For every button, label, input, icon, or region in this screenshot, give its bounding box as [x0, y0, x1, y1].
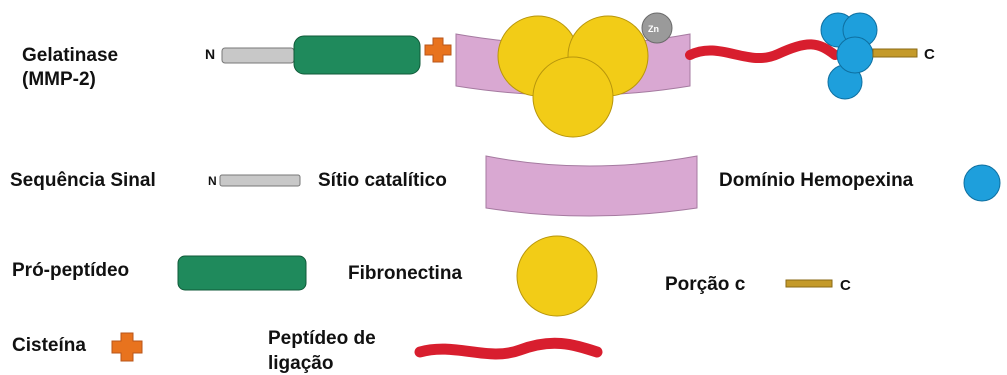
legend-c-portion-c: C [840, 277, 851, 294]
legend-signal-swatch [220, 175, 300, 186]
legend-fibronectin-swatch [517, 236, 597, 316]
legend-signal-label: Sequência Sinal [10, 169, 156, 192]
propeptide-segment [294, 36, 420, 74]
n-terminus-label: N [205, 46, 215, 62]
fibronectin-domain-3 [533, 57, 613, 137]
legend-cysteine-label: Cisteína [12, 334, 86, 357]
zinc-label: Zn [648, 24, 659, 34]
legend-linker-label-line2: ligação [268, 352, 333, 375]
legend-hemopexin-swatch [964, 165, 1000, 201]
legend-catalytic-swatch [486, 156, 697, 216]
legend-catalytic-label: Sítio catalítico [318, 169, 447, 192]
legend-signal-n: N [208, 174, 217, 188]
legend-propeptide-swatch [178, 256, 306, 290]
legend-propeptide-label: Pró-peptídeo [12, 259, 129, 282]
legend-c-portion-swatch [786, 280, 832, 287]
legend-c-portion-label: Porção c [665, 273, 745, 296]
molecule-title-line2: (MMP-2) [22, 68, 96, 91]
molecule-title-line1: Gelatinase [22, 44, 118, 67]
cysteine-segment [425, 38, 451, 62]
legend-hemopexin-label: Domínio Hemopexina [719, 169, 913, 192]
legend-fibronectin-label: Fibronectina [348, 262, 462, 285]
linker-peptide-segment [690, 44, 835, 58]
signal-sequence-segment [222, 48, 294, 63]
hemopexin-blade-4 [837, 37, 873, 73]
c-terminus-label: C [924, 46, 935, 63]
legend-linker-swatch [420, 343, 597, 354]
legend-linker-label-line1: Peptídeo de [268, 327, 376, 350]
c-portion-segment [873, 49, 917, 57]
legend-cysteine-swatch [112, 333, 142, 361]
